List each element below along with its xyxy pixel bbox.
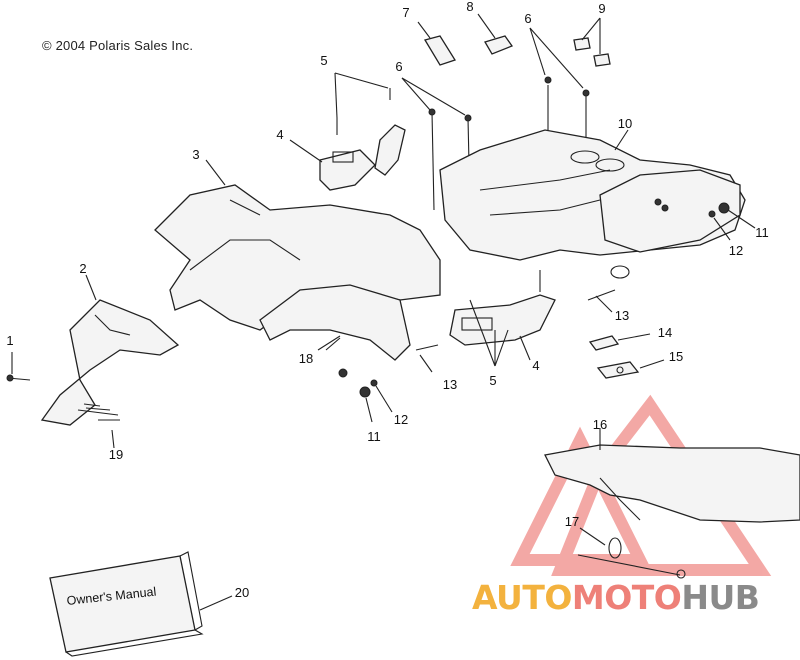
callout-5-upper: 5 [320,53,328,68]
callout-4-lower: 4 [532,358,540,373]
watermark-logo [510,394,772,576]
callout-7: 7 [402,5,410,20]
latch-part-17 [577,527,686,579]
decal-part-14 [588,333,651,351]
watermark-text: AUTOMOTOHUB [472,578,760,617]
callout-11-center: 11 [367,429,381,444]
callout-3: 3 [192,147,200,162]
callout-19: 19 [108,447,124,462]
front-nose-part-2 [40,274,180,426]
callout-9: 9 [598,1,606,16]
callout-20: 20 [234,585,250,600]
hardware-right [539,202,756,313]
callout-13-center: 13 [442,377,458,392]
callout-1: 1 [6,333,14,348]
callout-12-right: 12 [728,243,744,258]
callout-4-upper: 4 [276,127,284,142]
side-panel-part-4-upper [289,124,406,191]
callout-12-center: 12 [393,412,409,427]
front-fender-part-3 [154,159,441,361]
callout-17: 17 [564,514,580,529]
screws-part-5 [334,72,509,367]
watermark-moto: MOTO [571,578,682,617]
callout-10: 10 [617,116,633,131]
bracket-part-8 [477,13,514,55]
clips-part-9 [573,17,611,67]
bolt-1 [6,352,31,382]
watermark-hub: HUB [681,578,760,617]
callout-5-lower: 5 [489,373,497,388]
callout-16: 16 [592,417,608,432]
callout-6-left: 6 [395,59,403,74]
callout-14: 14 [657,325,673,340]
bracket-part-7 [417,21,456,66]
rear-fender-part-10 [439,129,746,261]
seat-part-16 [544,428,800,523]
callout-8: 8 [466,0,474,14]
callout-11-right: 11 [755,225,769,240]
side-panel-part-4-lower [449,294,556,361]
callout-18: 18 [298,351,314,366]
watermark-auto: AUTO [472,578,572,617]
owners-manual-part-20 [49,551,233,657]
decal-part-15 [596,359,665,379]
callout-6-right: 6 [524,11,532,26]
copyright-notice: © 2004 Polaris Sales Inc. [42,38,194,53]
callout-2: 2 [79,261,87,276]
callout-15: 15 [668,349,684,364]
leader-18 [317,335,341,351]
callout-13-right: 13 [614,308,630,323]
hardware-center [325,337,439,423]
bolts-part-19 [85,407,120,449]
